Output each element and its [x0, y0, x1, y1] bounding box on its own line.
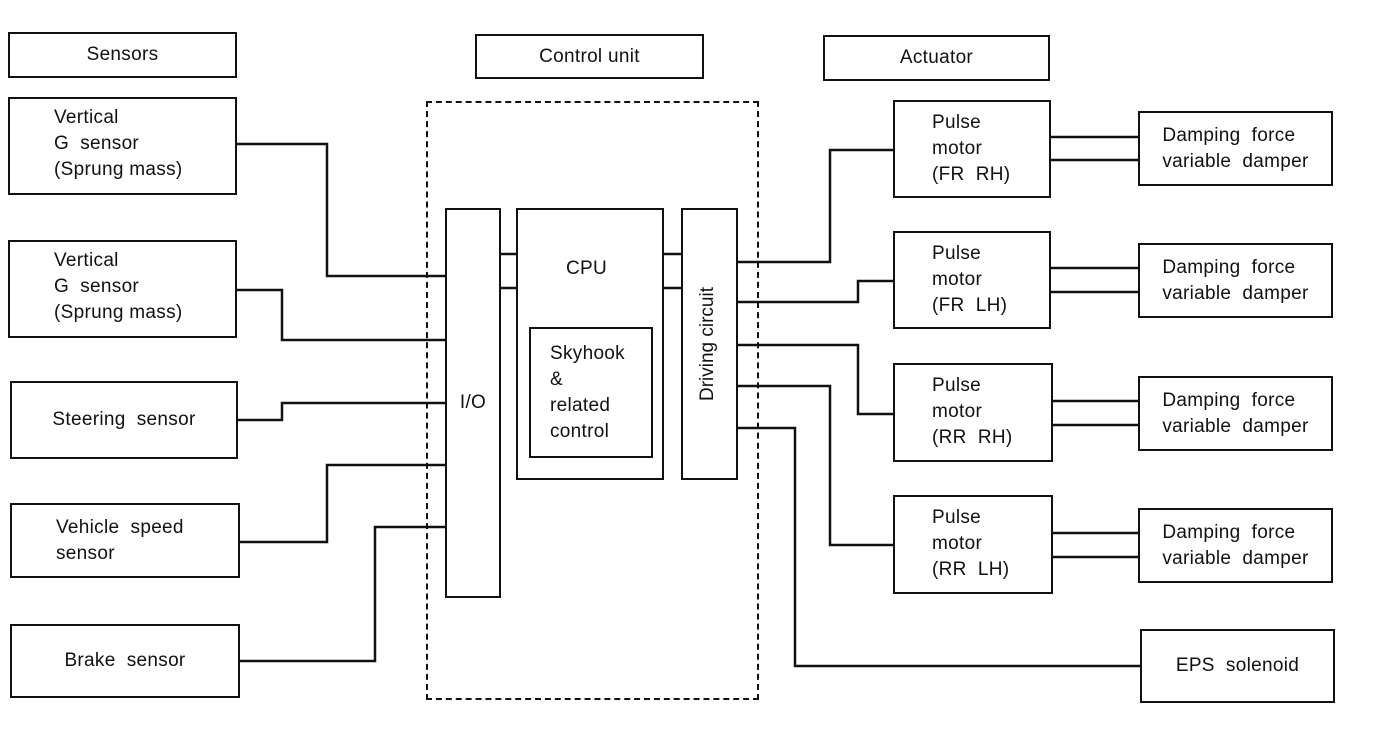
damper-fr-rh-label: Damping force variable damper [1162, 124, 1309, 172]
sensor-vertical-g-1-label: Vertical G sensor (Sprung mass) [54, 107, 183, 180]
wire-drive-motor-3 [737, 343, 895, 416]
sensor-vertical-g-2-label: Vertical G sensor (Sprung mass) [54, 250, 183, 323]
pulse-motor-fr-rh: Pulse motor (FR RH) [893, 100, 1051, 198]
pulse-motor-rr-lh-label: Pulse motor (RR LH) [932, 507, 1010, 580]
wire-drive-motor-4 [737, 384, 895, 547]
wire-drive-motor-2 [737, 279, 895, 304]
sensor-vertical-g-2: Vertical G sensor (Sprung mass) [8, 240, 237, 338]
damper-fr-rh: Damping force variable damper [1138, 111, 1333, 186]
damper-rr-lh-label: Damping force variable damper [1162, 521, 1309, 569]
sensors-header-label: Sensors [86, 44, 159, 65]
damper-rr-rh-label: Damping force variable damper [1162, 389, 1309, 437]
wire-sensor-3 [236, 401, 446, 422]
sensor-steering: Steering sensor [10, 381, 238, 459]
cpu-label: CPU [566, 258, 608, 279]
driving-circuit-block: Driving circuit [681, 208, 738, 480]
eps-solenoid-label: EPS solenoid [1175, 655, 1300, 676]
pulse-motor-rr-rh: Pulse motor (RR RH) [893, 363, 1053, 462]
eps-solenoid: EPS solenoid [1140, 629, 1335, 703]
sensors-header: Sensors [8, 32, 237, 78]
damper-fr-lh-label: Damping force variable damper [1162, 256, 1309, 304]
damper-rr-rh: Damping force variable damper [1138, 376, 1333, 451]
damper-fr-lh: Damping force variable damper [1138, 243, 1333, 318]
sensor-steering-label: Steering sensor [52, 409, 196, 430]
control-unit-header: Control unit [475, 34, 704, 79]
sensor-vehicle-speed: Vehicle speed sensor [10, 503, 240, 578]
damper-rr-lh: Damping force variable damper [1138, 508, 1333, 583]
wire-drive-motor-1 [737, 148, 895, 264]
io-label: I/O [459, 392, 487, 413]
pulse-motor-rr-lh: Pulse motor (RR LH) [893, 495, 1053, 594]
wire-sensor-2 [236, 288, 446, 342]
control-unit-enclosure [426, 101, 759, 700]
sensor-vertical-g-1: Vertical G sensor (Sprung mass) [8, 97, 237, 195]
pulse-motor-rr-rh-label: Pulse motor (RR RH) [932, 375, 1013, 448]
wire-sensor-4 [236, 463, 446, 544]
pulse-motor-fr-lh-label: Pulse motor (FR LH) [932, 243, 1008, 316]
sensor-brake: Brake sensor [10, 624, 240, 698]
pulse-motor-fr-lh: Pulse motor (FR LH) [893, 231, 1051, 329]
sensor-vehicle-speed-label: Vehicle speed sensor [56, 517, 184, 564]
io-block: I/O [445, 208, 501, 598]
skyhook-block: Skyhook & related control [529, 327, 653, 458]
skyhook-label: Skyhook & related control [550, 343, 625, 442]
control-unit-header-label: Control unit [539, 45, 640, 67]
sensor-brake-label: Brake sensor [64, 650, 186, 671]
actuator-header-label: Actuator [899, 47, 974, 68]
actuator-header: Actuator [823, 35, 1050, 81]
pulse-motor-fr-rh-label: Pulse motor (FR RH) [932, 112, 1011, 185]
wire-sensor-5 [238, 525, 446, 663]
wire-sensor-1 [236, 142, 446, 278]
driving-circuit-label: Driving circuit [697, 286, 718, 402]
